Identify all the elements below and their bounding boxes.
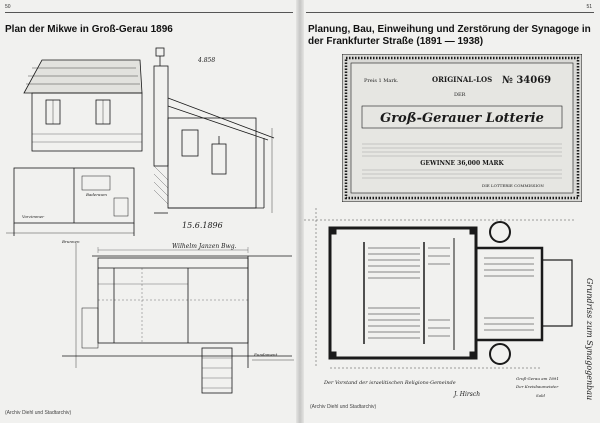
room-label-right: Baderaum (85, 192, 107, 197)
plan-footer-right-3: Sold (536, 393, 545, 398)
header-rule-left (5, 12, 293, 13)
page-number-left: 50 (5, 4, 11, 10)
architect-signature: Wilhelm Janzen Bwg. (172, 243, 237, 250)
dim-label-top: 4.858 (197, 57, 215, 64)
right-page: 51 Planung, Bau, Einweihung und Zerstöru… (300, 0, 600, 423)
ticket-number: № 34069 (502, 75, 551, 86)
plan-footer-right-2: Der Kreisbaumeister (515, 384, 559, 389)
page-number-right: 51 (586, 4, 592, 10)
plan-footer-left: Der Vorstand der israelitischen Religion… (323, 380, 456, 386)
ticket-header: ORIGINAL-LOS (432, 75, 492, 84)
plan-footer-right: Groß-Gerau am 1891 (516, 376, 559, 381)
lottery-ticket: Preis 1 Mark. ORIGINAL-LOS № 34069 DER G… (342, 54, 582, 202)
left-page-title: Plan der Mikwe in Groß-Gerau 1896 (5, 24, 173, 35)
ticket-lottery-name: Groß-Gerauer Lotterie (380, 111, 544, 126)
ticket-commission: DIE LOTTERIE COMMISSION (482, 183, 544, 188)
ticket-der: DER (454, 92, 466, 98)
ground-label: Brunnen (61, 239, 80, 244)
mikwe-plan-drawing: 4.858 15.6.1896 Wilhelm Janzen Bwg. Vorz… (6, 47, 294, 394)
plan-footer-signature: J. Hirsch (452, 391, 480, 398)
room-label-left: Vorzimmer (22, 214, 45, 219)
left-page-caption: (Archiv Diehl und Stadtarchiv) (5, 410, 72, 416)
header-rule-right (306, 12, 594, 13)
right-page-title: Planung, Bau, Einweihung und Zerstörung … (308, 24, 591, 47)
plan-vertical-script: Grundriss zum Synagogenbau (585, 278, 594, 400)
synagogue-floor-plan: Der Vorstand der israelitischen Religion… (304, 208, 594, 400)
left-page: 50 Plan der Mikwe in Groß-Gerau 1896 (0, 0, 298, 423)
ticket-prize: GEWINNE 36,000 MARK (420, 160, 504, 167)
drawing-date: 15.6.1896 (182, 221, 223, 230)
foundation-label: Fundament (253, 352, 278, 357)
ticket-price: Preis 1 Mark. (364, 78, 399, 84)
right-page-caption: (Archiv Diehl und Stadtarchiv) (310, 404, 377, 410)
book-gutter (296, 0, 304, 423)
